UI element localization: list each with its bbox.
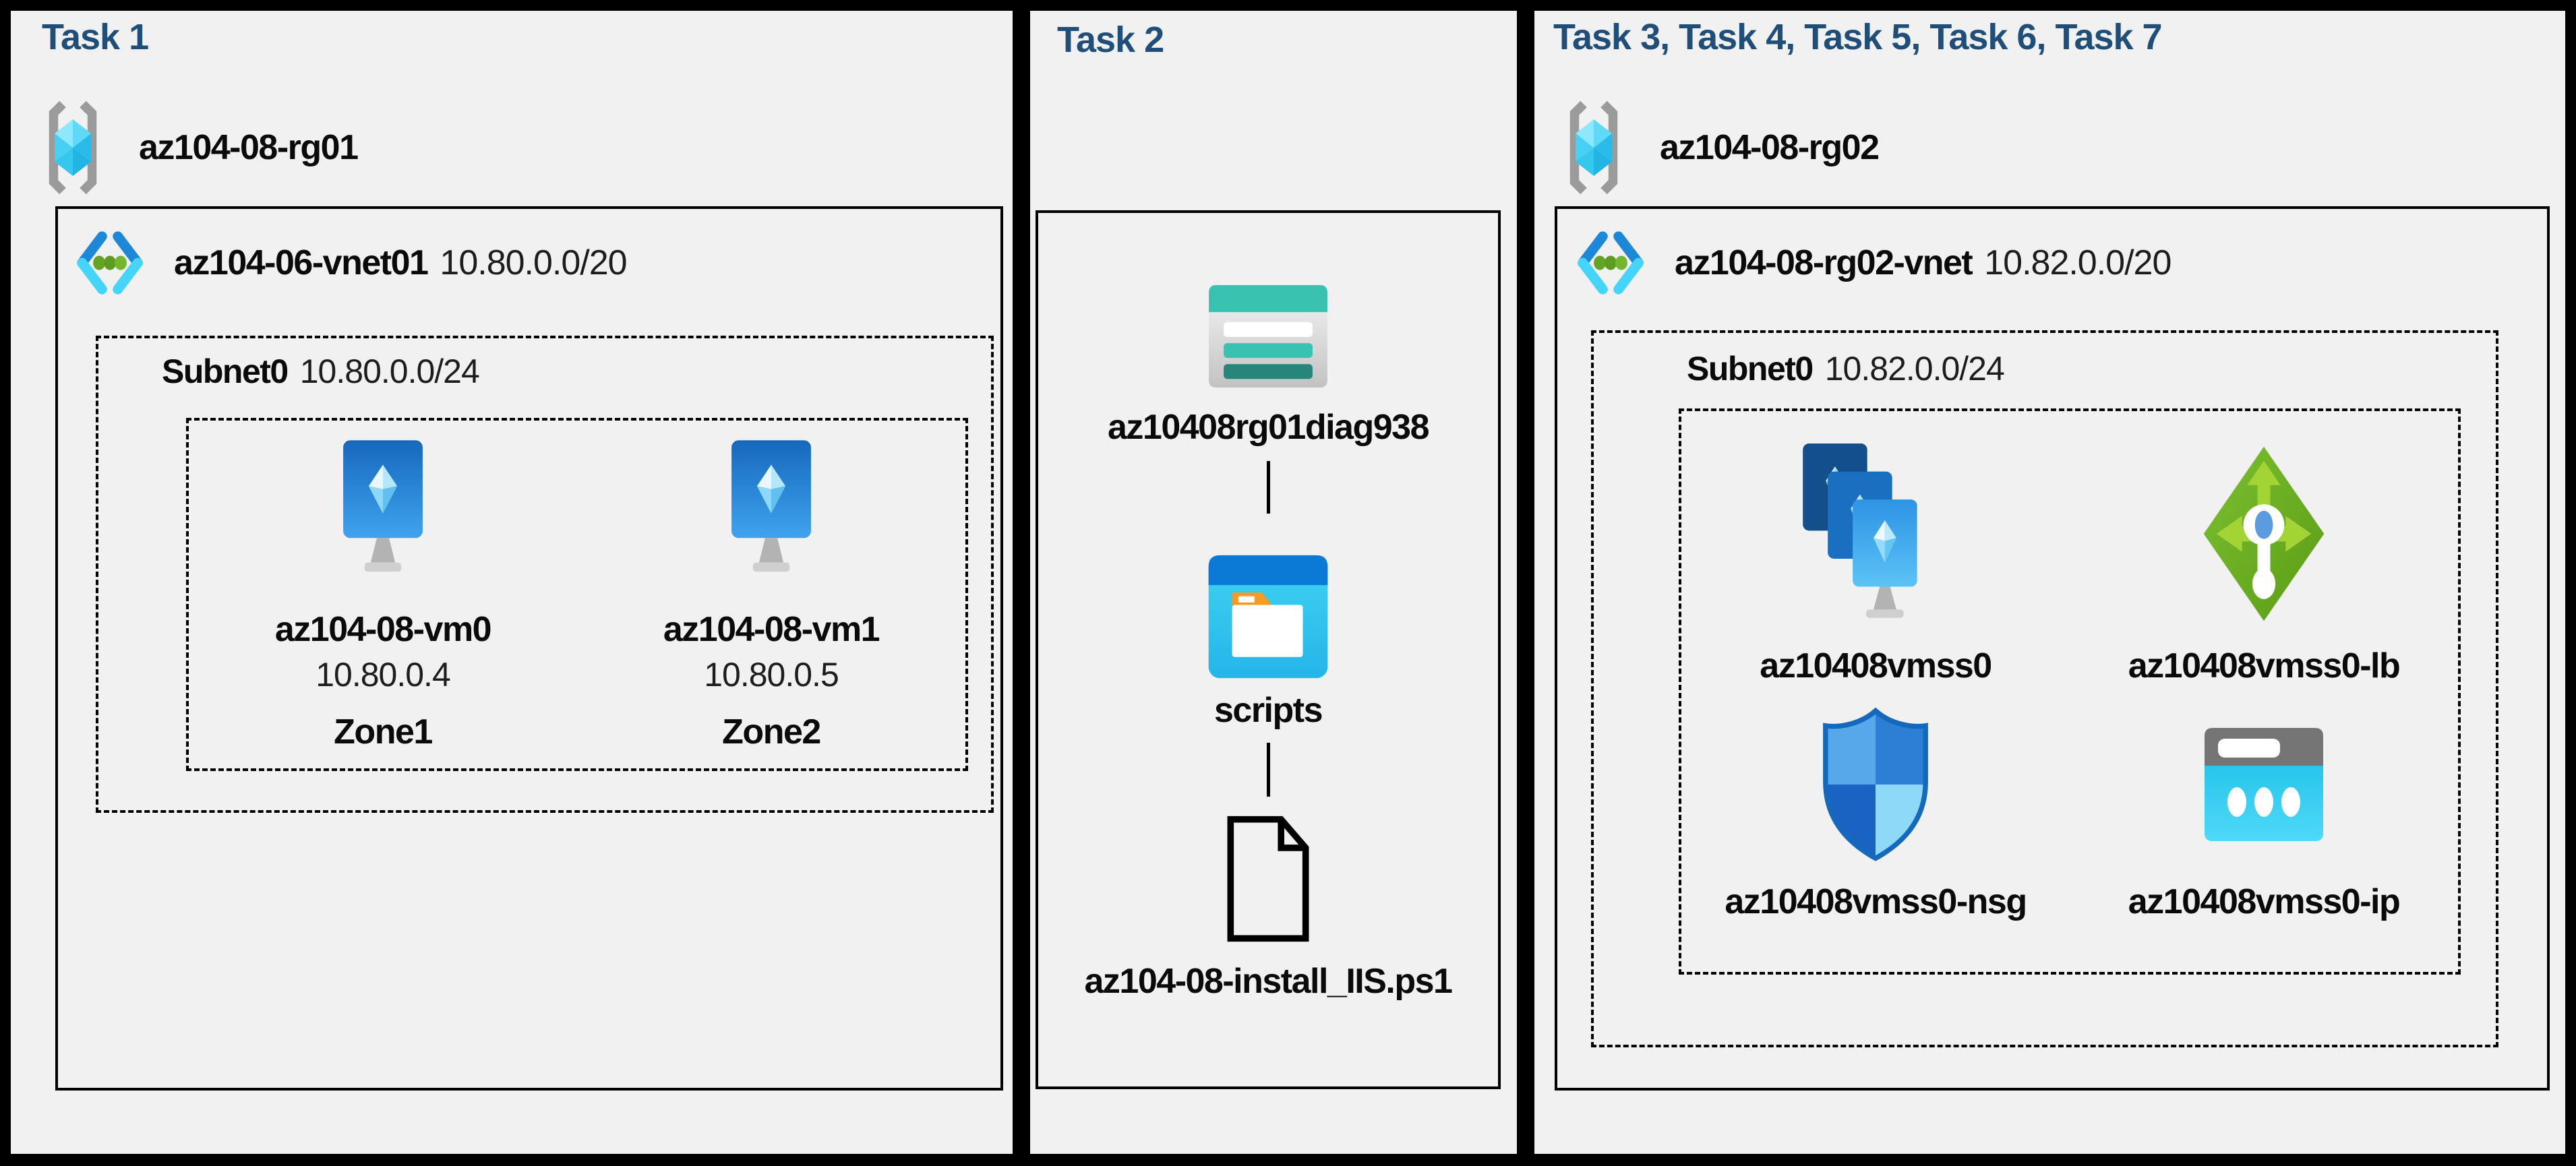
public-ip-name: az10408vmss0-ip xyxy=(2128,882,2401,921)
task3-panel: Task 3, Task 4, Task 5, Task 6, Task 7 a… xyxy=(1528,4,2572,1161)
resource-group-icon xyxy=(1563,97,1625,198)
virtual-network-icon xyxy=(74,231,146,295)
vm-name: az104-08-vm0 xyxy=(274,610,492,649)
connector-line xyxy=(1266,461,1270,514)
vm-ip: 10.80.0.5 xyxy=(704,656,839,694)
resource-group-name: az104-08-rg02 xyxy=(1660,128,1880,167)
virtual-network-icon xyxy=(1575,231,1646,295)
nsg-name: az10408vmss0-nsg xyxy=(1725,882,2027,921)
resource-group-row: az104-08-rg01 xyxy=(42,97,359,198)
task3-title: Task 3, Task 4, Task 5, Task 6, Task 7 xyxy=(1553,17,2163,57)
virtual-machine-icon xyxy=(337,438,429,581)
vm-zone: Zone1 xyxy=(334,712,433,751)
task1-panel: Task 1 az104-08-rg01 xyxy=(4,4,1019,1161)
resource-group-icon xyxy=(42,97,104,198)
task2-title: Task 2 xyxy=(1057,20,1164,60)
vm0-cell: az104-08-vm0 10.80.0.4 Zone1 xyxy=(189,421,577,768)
load-balancer-cell: az10408vmss0-lb xyxy=(2070,411,2458,692)
blob-container-icon xyxy=(1206,553,1330,681)
vmss-cell: az10408vmss0 xyxy=(1681,411,2070,692)
resource-group-name: az104-08-rg01 xyxy=(139,128,359,167)
storage-container-box: az10408rg01diag938 scripts xyxy=(1036,210,1501,1089)
nsg-cell: az10408vmss0-nsg xyxy=(1681,692,2070,972)
public-ip-icon xyxy=(2196,700,2331,869)
availability-zone-box: az104-08-vm0 10.80.0.4 Zone1 xyxy=(186,418,968,771)
task2-panel: Task 2 az10408rg01diag938 xyxy=(1023,4,1524,1161)
storage-account-icon xyxy=(1206,278,1330,395)
connector-line xyxy=(1266,743,1270,797)
vm-zone: Zone2 xyxy=(722,712,821,751)
vm1-cell: az104-08-vm1 10.80.0.5 Zone2 xyxy=(577,421,965,768)
network-security-group-icon xyxy=(1813,700,1938,869)
virtual-machine-icon xyxy=(725,438,817,581)
task1-title: Task 1 xyxy=(42,17,149,57)
vm-ip: 10.80.0.4 xyxy=(316,656,451,694)
vmss-name: az10408vmss0 xyxy=(1760,646,1992,685)
load-balancer-icon xyxy=(2200,434,2328,634)
container-name: scripts xyxy=(1214,691,1323,730)
resource-group-row: az104-08-rg02 xyxy=(1563,97,1880,198)
script-file-icon xyxy=(1224,814,1313,944)
script-file-name: az104-08-install_IIS.ps1 xyxy=(1084,962,1453,1001)
storage-account-name: az10408rg01diag938 xyxy=(1107,408,1430,447)
vm-name: az104-08-vm1 xyxy=(663,610,880,649)
vm-scale-set-icon xyxy=(1803,434,1948,634)
vmss-resources-box: az10408vmss0 xyxy=(1679,408,2461,975)
public-ip-cell: az10408vmss0-ip xyxy=(2070,692,2458,972)
load-balancer-name: az10408vmss0-lb xyxy=(2128,646,2401,685)
